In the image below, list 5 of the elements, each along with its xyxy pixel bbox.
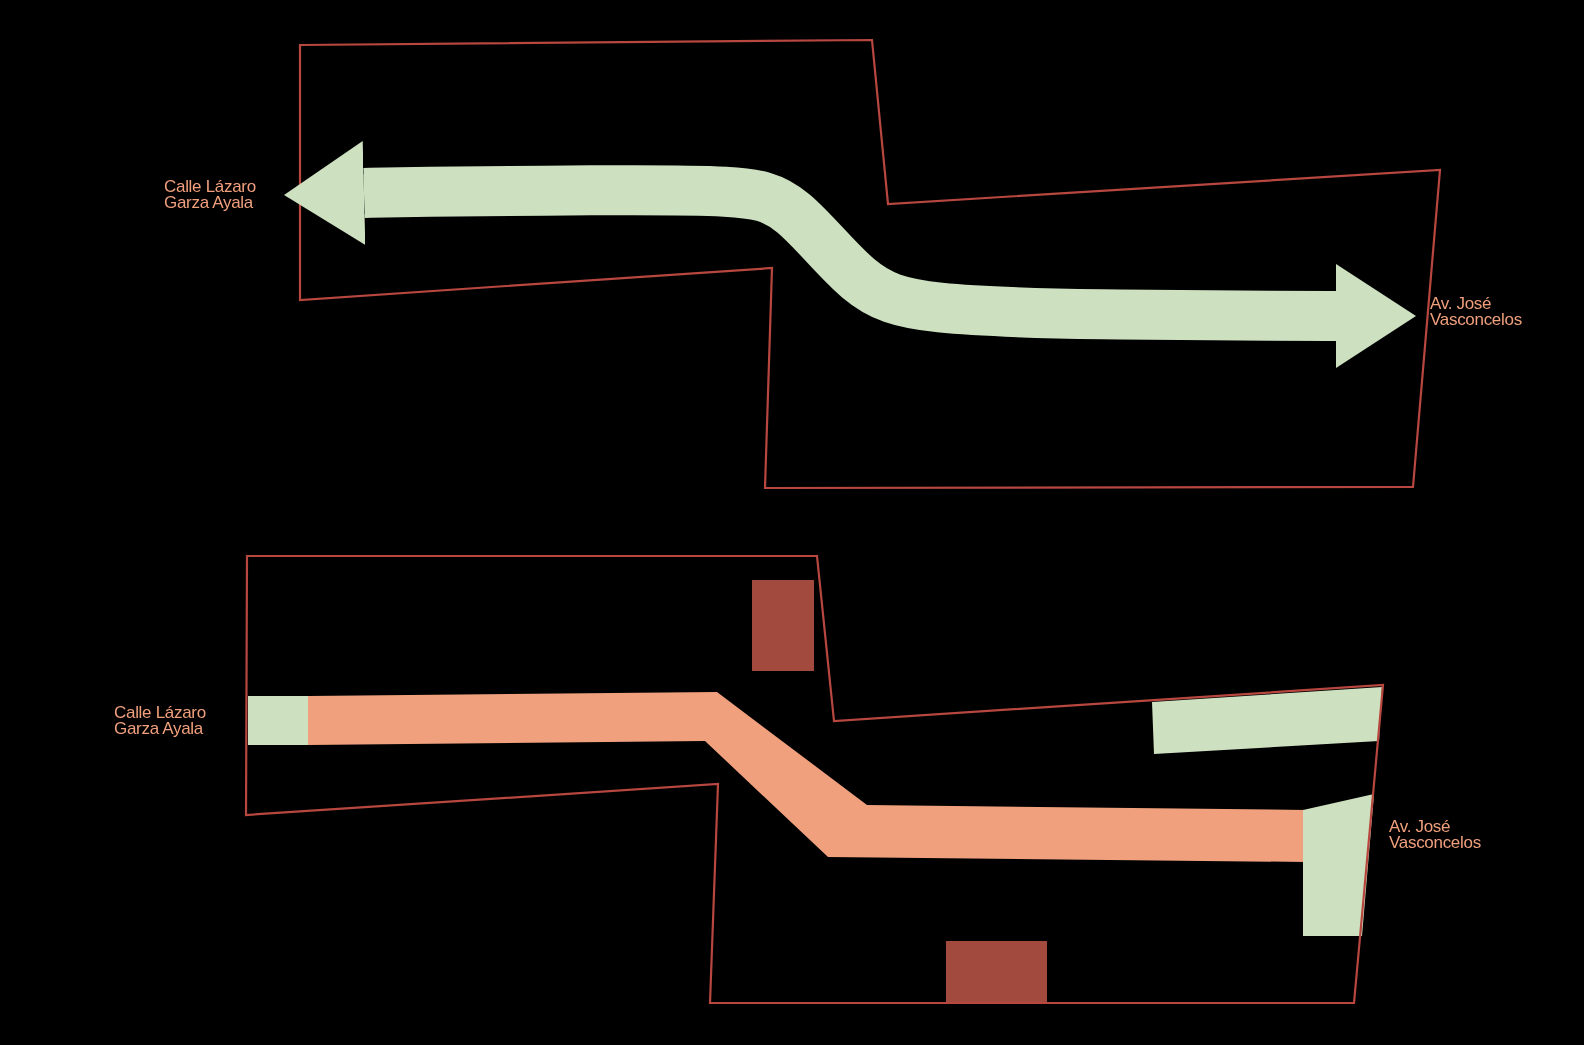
street-name: Calle Lázaro Garza Ayala bbox=[164, 179, 257, 211]
street-name: Av. José Vasconcelos bbox=[1389, 819, 1482, 851]
street-name: Calle Lázaro Garza Ayala bbox=[114, 705, 207, 737]
street-name: Av. José Vasconcelos bbox=[1430, 296, 1523, 328]
double-headed-arrow bbox=[284, 141, 1416, 368]
